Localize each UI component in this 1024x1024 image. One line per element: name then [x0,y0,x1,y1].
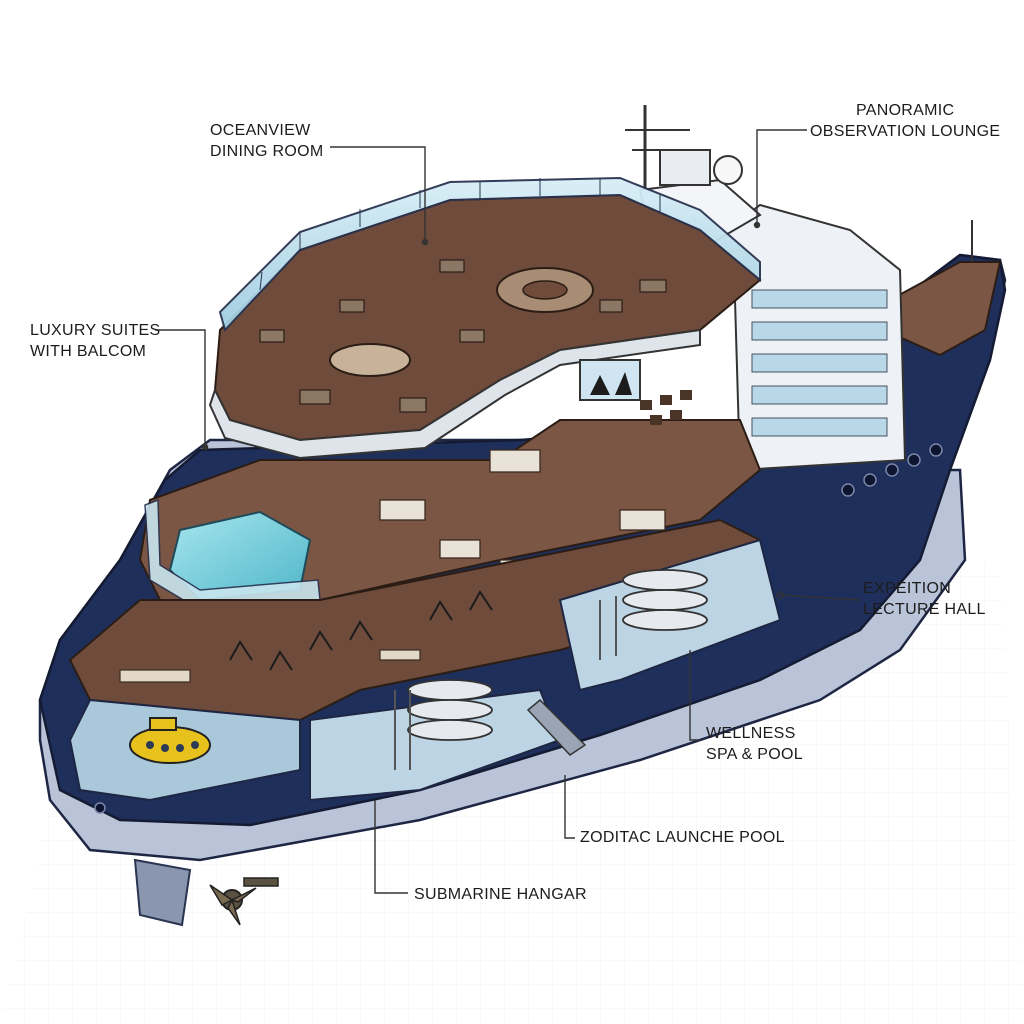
callout-line: OBSERVATION LOUNGE [810,121,1000,142]
callout-line: LECTURE HALL [863,599,986,620]
callout-luxury-suites: LUXURY SUITES WITH BALCOM [30,320,160,362]
callout-line: EXPEITION [863,578,986,599]
callout-expedition-lecture-hall: EXPEITION LECTURE HALL [863,578,986,620]
callout-line: SPA & POOL [706,744,803,765]
callout-line: LUXURY SUITES [30,320,160,341]
callout-oceanview-dining-room: OCEANVIEW DINING ROOM [210,120,324,162]
callout-line: OCEANVIEW [210,120,324,141]
callout-line: ZODITAC LAUNCHE POOL [580,827,785,848]
callout-line: DINING ROOM [210,141,324,162]
callout-line: SUBMARINE HANGAR [414,884,587,905]
callout-wellness-spa-pool: WELLNESS SPA & POOL [706,723,803,765]
callout-panoramic-observation-lounge: PANORAMIC OBSERVATION LOUNGE [810,100,1000,142]
callout-zodiac-launch-pool: ZODITAC LAUNCHE POOL [580,827,785,848]
leader-suites [155,330,205,447]
callout-submarine-hangar: SUBMARINE HANGAR [414,884,587,905]
callout-line: WELLNESS [706,723,803,744]
callout-line: PANORAMIC [810,100,1000,121]
callout-line: WITH BALCOM [30,341,160,362]
